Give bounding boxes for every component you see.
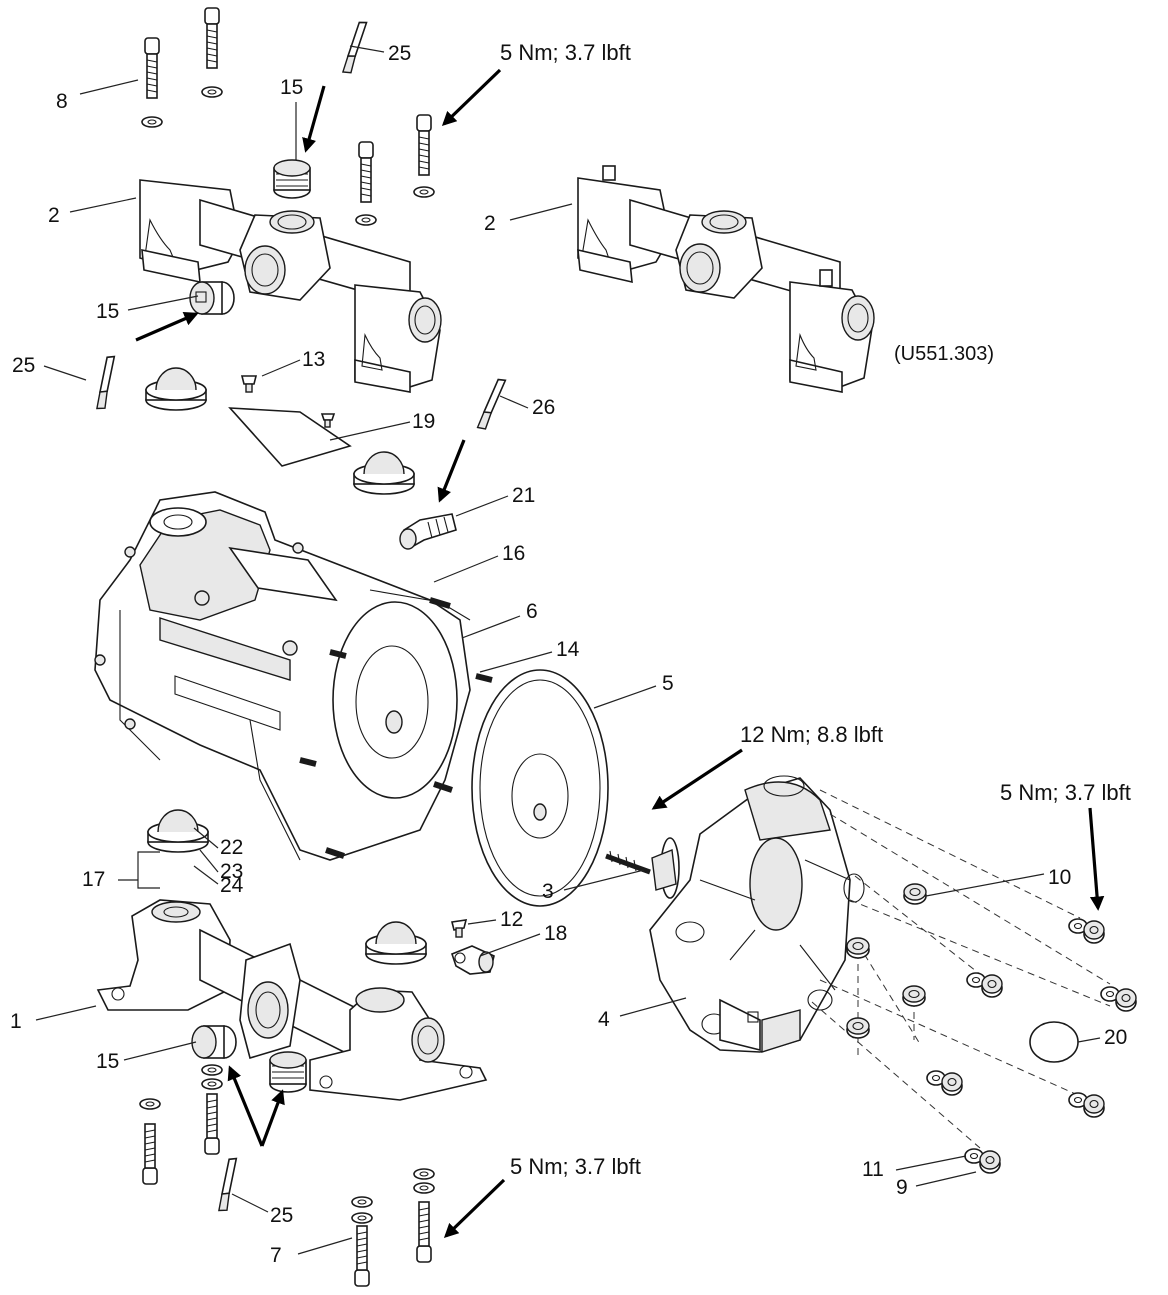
label-22: 22 xyxy=(220,836,243,859)
label-21: 21 xyxy=(512,484,535,507)
screw-top-4 xyxy=(413,114,435,198)
bracket-17 xyxy=(118,851,160,889)
screw-top-2 xyxy=(201,7,223,98)
alignment-lines xyxy=(811,789,1111,1149)
label-5: 5 xyxy=(662,672,674,695)
plug-15-bottom-b xyxy=(269,1051,307,1093)
label-10: 10 xyxy=(1048,866,1071,889)
fitting-21 xyxy=(399,513,457,550)
label-4: 4 xyxy=(598,1008,610,1031)
label-15-top: 15 xyxy=(280,76,303,99)
screw-bottom-4 xyxy=(413,1168,435,1263)
nut-washer-9-11 xyxy=(964,1148,1001,1174)
nut-washer-2 xyxy=(966,972,1003,998)
label-15-bottom: 15 xyxy=(96,1050,119,1073)
label-25-left: 25 xyxy=(12,354,35,377)
variant-note: (U551.303) xyxy=(894,343,994,365)
label-9: 9 xyxy=(896,1176,908,1199)
leader-lines xyxy=(35,45,1101,1255)
studs-14 xyxy=(299,597,493,859)
screw-bottom-1 xyxy=(139,1098,161,1185)
nut-washer-3 xyxy=(1100,986,1137,1012)
bottom-manifold xyxy=(96,899,488,1101)
label-11: 11 xyxy=(862,1158,884,1181)
label-8: 8 xyxy=(56,90,68,113)
screw-bottom-7 xyxy=(351,1196,373,1287)
label-2-right: 2 xyxy=(484,212,496,235)
label-16: 16 xyxy=(502,542,525,565)
label-19: 19 xyxy=(412,410,435,433)
label-6: 6 xyxy=(526,600,538,623)
screw-12 xyxy=(451,919,468,938)
label-12: 12 xyxy=(500,908,523,931)
torque-specs: 5 Nm; 3.7 lbft 12 Nm; 8.8 lbft 5 Nm; 3.7… xyxy=(500,40,1131,1179)
torque-top: 5 Nm; 3.7 lbft xyxy=(500,40,631,65)
nut-washer-5 xyxy=(1068,1092,1105,1118)
label-3: 3 xyxy=(542,880,554,903)
nut-washer-4 xyxy=(926,1070,963,1096)
top-manifold-right xyxy=(577,165,875,393)
fluid-cover-4 xyxy=(649,775,865,1053)
plug-15-bottom-a xyxy=(191,1025,237,1059)
screw-top-3 xyxy=(355,141,377,226)
label-17: 17 xyxy=(82,868,105,891)
screw-bottom-2 xyxy=(201,1064,223,1155)
torque-center: 12 Nm; 8.8 lbft xyxy=(740,722,883,747)
ground-lug-18 xyxy=(451,945,495,975)
diaphragm-5 xyxy=(471,669,609,907)
nut-10-b xyxy=(846,937,870,959)
torque-right: 5 Nm; 3.7 lbft xyxy=(1000,780,1131,805)
arrows xyxy=(135,68,1105,1239)
ball-seat-group-17 xyxy=(147,809,209,853)
plug-20 xyxy=(1029,1021,1079,1063)
plug-15-top xyxy=(273,159,311,199)
label-18: 18 xyxy=(544,922,567,945)
ball-seat-top-right xyxy=(353,451,415,495)
label-7: 7 xyxy=(270,1244,282,1267)
center-housing xyxy=(94,491,471,861)
sealant-tube-26 xyxy=(465,375,519,433)
nut-10-a xyxy=(903,883,927,905)
screw-13 xyxy=(240,375,258,393)
callout-labels: 8 2 2 15 25 15 25 13 19 26 21 16 6 14 5 … xyxy=(10,42,1127,1267)
nut-washer-1 xyxy=(1068,918,1105,944)
ball-seat-bottom-right xyxy=(365,921,427,965)
label-26: 26 xyxy=(532,396,555,419)
screw-8 xyxy=(141,37,163,128)
sealant-tube-25-bottom xyxy=(204,1154,252,1215)
plug-15-side xyxy=(189,281,235,315)
label-25-top: 25 xyxy=(388,42,411,65)
label-1: 1 xyxy=(10,1010,22,1033)
sealant-tube-25-left xyxy=(82,352,130,413)
label-23: 23 xyxy=(220,860,243,883)
screw-13b xyxy=(320,413,336,428)
nut-10-c xyxy=(902,985,926,1007)
top-manifold-left xyxy=(139,179,442,393)
torque-bottom: 5 Nm; 3.7 lbft xyxy=(510,1154,641,1179)
ball-seat-top-left xyxy=(145,367,207,411)
label-24: 24 xyxy=(220,874,244,897)
label-20: 20 xyxy=(1104,1026,1127,1049)
label-14: 14 xyxy=(556,638,580,661)
label-25-bottom: 25 xyxy=(270,1204,293,1227)
sealant-tube-25-top xyxy=(329,18,381,77)
label-2-left: 2 xyxy=(48,204,60,227)
bolt-washer-3 xyxy=(605,837,680,899)
nameplate-19 xyxy=(228,407,352,467)
label-13: 13 xyxy=(302,348,325,371)
nut-10-d xyxy=(846,1017,870,1039)
label-15-side: 15 xyxy=(96,300,119,323)
